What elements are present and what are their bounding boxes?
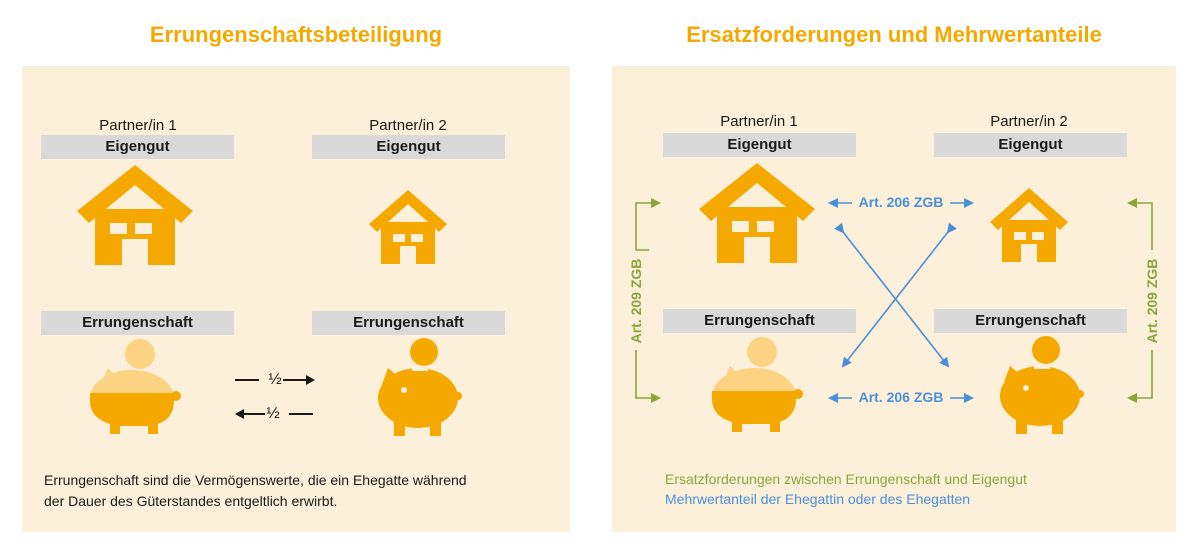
arrow-right-icon — [235, 375, 315, 385]
left-partner2-label: Partner/in 2 — [369, 117, 447, 134]
house-icon — [77, 165, 193, 265]
art209-left-bracket-bottom — [635, 350, 661, 403]
half-left-label: ½ — [266, 405, 280, 422]
description-line-2: der Dauer des Güterstandes entgeltlich e… — [44, 493, 338, 509]
left-eigengut2-bar: Eigengut — [312, 135, 505, 159]
art206-top-label: Art. 206 ZGB — [858, 194, 944, 210]
house-icon — [699, 163, 815, 263]
left-errungenschaft2-bar: Errungenschaft — [312, 311, 505, 335]
left-errungenschaft1-bar: Errungenschaft — [41, 311, 234, 335]
piggy-bank-icon — [1000, 336, 1084, 434]
art209-left-bracket-top — [635, 198, 661, 251]
description-line-1: Errungenschaft sind die Vermögenswerte, … — [44, 472, 467, 488]
right-partner2-label: Partner/in 2 — [990, 113, 1068, 130]
right-partner1-label: Partner/in 1 — [720, 113, 798, 130]
piggy-bank-icon — [712, 337, 803, 432]
right-errungenschaft2-bar: Errungenschaft — [934, 309, 1127, 333]
half-right-label: ½ — [268, 371, 282, 388]
left-title: Errungenschaftsbeteiligung — [149, 22, 443, 47]
art209-right-bracket-top — [1127, 198, 1153, 250]
art209-right-label: Art. 209 ZGB — [1144, 258, 1160, 344]
arrow-left-icon — [235, 409, 313, 419]
piggy-bank-icon — [378, 338, 462, 436]
right-title: Ersatzforderungen und Mehrwertanteile — [686, 22, 1102, 47]
diagonal-arrow-2 — [841, 222, 957, 368]
right-eigengut2-bar: Eigengut — [934, 133, 1127, 157]
house-icon — [369, 190, 447, 264]
house-icon — [990, 188, 1068, 262]
legend-blue: Mehrwertanteil der Ehegattin oder des Eh… — [665, 491, 971, 507]
art209-right-bracket-bottom — [1127, 350, 1153, 403]
legend-green: Ersatzforderungen zwischen Errungenschaf… — [665, 471, 1027, 487]
left-eigengut1-bar: Eigengut — [41, 135, 234, 159]
right-errungenschaft1-bar: Errungenschaft — [663, 309, 856, 333]
art209-left-label: Art. 209 ZGB — [628, 258, 644, 344]
piggy-bank-icon — [90, 339, 181, 434]
art206-bottom-label: Art. 206 ZGB — [858, 389, 944, 405]
right-eigengut1-bar: Eigengut — [663, 133, 856, 157]
left-partner1-label: Partner/in 1 — [99, 117, 177, 134]
